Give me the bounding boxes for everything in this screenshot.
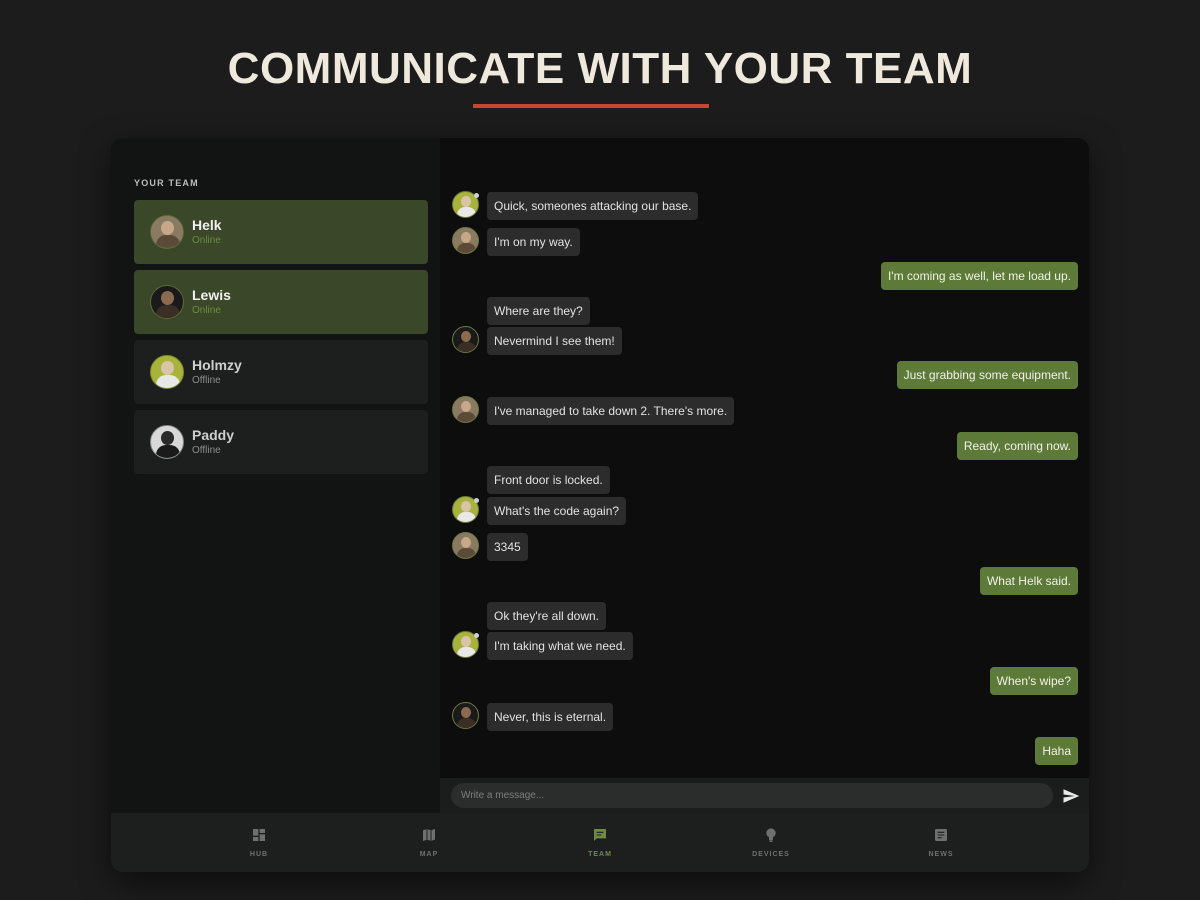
member-name: Paddy	[192, 427, 235, 443]
message-bubble-incoming: What's the code again?	[487, 497, 627, 525]
bottom-nav: HUB MAP TEAM DEVICES	[111, 813, 1089, 872]
member-card-holmzy[interactable]: Holmzy Offline	[134, 340, 428, 404]
lightbulb-icon	[766, 828, 776, 842]
avatar	[150, 285, 184, 319]
message-composer	[440, 778, 1089, 813]
presence-dot	[474, 498, 479, 503]
message-bubble-incoming: Nevermind I see them!	[487, 327, 622, 355]
message-bubble-outgoing: When's wipe?	[989, 667, 1078, 695]
team-heading: YOUR TEAM	[134, 178, 199, 188]
avatar	[452, 227, 479, 254]
hub-icon	[253, 829, 265, 841]
message-input[interactable]	[451, 783, 1053, 808]
member-status: Online	[192, 305, 221, 316]
headline-underline	[473, 104, 709, 108]
map-icon	[423, 829, 435, 841]
nav-label: TEAM	[588, 851, 612, 858]
avatar	[452, 496, 479, 523]
message-bubble-incoming: I'm taking what we need.	[487, 632, 633, 660]
nav-label: DEVICES	[752, 851, 790, 858]
page-headline: COMMUNICATE WITH YOUR TEAM	[227, 44, 973, 93]
message-bubble-incoming: Where are they?	[487, 297, 590, 325]
message-bubble-incoming: Ok they're all down.	[487, 602, 607, 630]
nav-label: MAP	[419, 851, 439, 858]
avatar	[452, 702, 479, 729]
member-status: Offline	[192, 445, 221, 456]
member-card-helk[interactable]: Helk Online	[134, 200, 428, 264]
team-sidebar: YOUR TEAM Helk Online Lewis Online Holmz…	[111, 138, 440, 813]
message-bubble-outgoing: What Helk said.	[979, 567, 1078, 595]
message-bubble-outgoing: Haha	[1035, 737, 1078, 765]
member-name: Holmzy	[192, 357, 242, 373]
avatar	[452, 326, 479, 353]
chat-icon	[594, 829, 606, 841]
presence-dot	[474, 633, 479, 638]
avatar	[452, 532, 479, 559]
nav-map[interactable]: MAP	[369, 813, 489, 872]
avatar	[452, 631, 479, 658]
message-bubble-incoming: Quick, someones attacking our base.	[487, 192, 699, 220]
message-bubble-incoming: Front door is locked.	[487, 466, 610, 494]
nav-label: NEWS	[928, 851, 954, 858]
chat-thread: Quick, someones attacking our base. I'm …	[440, 138, 1089, 778]
member-status: Offline	[192, 375, 221, 386]
news-icon	[935, 829, 947, 841]
message-bubble-incoming: I've managed to take down 2. There's mor…	[487, 397, 735, 425]
member-name: Lewis	[192, 287, 231, 303]
avatar	[150, 355, 184, 389]
nav-devices[interactable]: DEVICES	[711, 813, 831, 872]
avatar	[452, 396, 479, 423]
message-bubble-incoming: I'm on my way.	[487, 228, 580, 256]
nav-label: HUB	[249, 851, 269, 858]
send-icon[interactable]	[1062, 787, 1080, 805]
nav-team[interactable]: TEAM	[540, 813, 660, 872]
message-bubble-outgoing: I'm coming as well, let me load up.	[880, 262, 1078, 290]
message-bubble-outgoing: Ready, coming now.	[956, 432, 1078, 460]
app-window: YOUR TEAM Helk Online Lewis Online Holmz…	[111, 138, 1089, 872]
message-bubble-outgoing: Just grabbing some equipment.	[896, 361, 1078, 389]
presence-dot	[474, 193, 479, 198]
member-status: Online	[192, 235, 221, 246]
nav-hub[interactable]: HUB	[199, 813, 319, 872]
message-bubble-incoming: Never, this is eternal.	[487, 703, 614, 731]
avatar	[150, 425, 184, 459]
member-card-paddy[interactable]: Paddy Offline	[134, 410, 428, 474]
member-name: Helk	[192, 217, 222, 233]
message-bubble-incoming: 3345	[487, 533, 528, 561]
avatar	[150, 215, 184, 249]
nav-news[interactable]: NEWS	[881, 813, 1001, 872]
member-card-lewis[interactable]: Lewis Online	[134, 270, 428, 334]
